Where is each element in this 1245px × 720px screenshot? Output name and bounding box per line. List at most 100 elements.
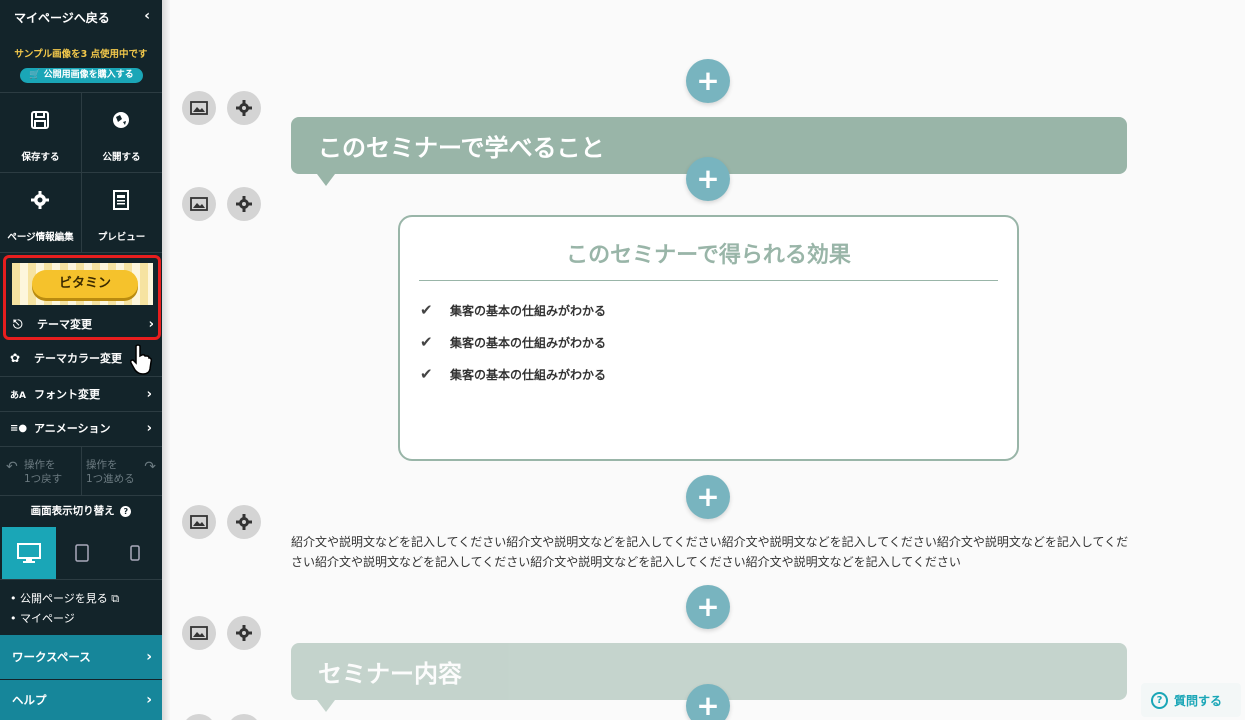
divider	[81, 92, 82, 252]
mypage-link[interactable]: • マイページ	[10, 612, 75, 625]
preview-button[interactable]: プレビュー	[81, 172, 162, 252]
undo-label-line1: 操作を	[24, 459, 56, 471]
chevron-right-icon: ›	[146, 420, 152, 436]
save-icon	[31, 111, 49, 129]
help-label: ヘルプ	[12, 693, 47, 707]
redo-button[interactable]: 操作を 1つ進める ↷	[81, 447, 162, 495]
save-label: 保存する	[21, 152, 60, 163]
add-block-button[interactable]: +	[686, 585, 730, 629]
effect-box[interactable]: このセミナーで得られる効果 ✔ 集客の基本の仕組みがわかる ✔ 集客の基本の仕組みが…	[398, 215, 1019, 461]
image-settings-button[interactable]	[182, 616, 216, 650]
ask-question-button[interactable]: ? 質問する	[1141, 683, 1241, 717]
public-page-link[interactable]: • 公開ページを見る ⧉	[10, 592, 120, 605]
undo-label-line2: 1つ戻す	[24, 473, 63, 485]
view-switch-title: 画面表示切り替え ?	[0, 503, 162, 518]
back-to-mypage-link[interactable]: マイページへ戻る ‹	[0, 0, 162, 34]
cart-icon: 🛒	[29, 70, 41, 80]
theme-color-label: テーマカラー変更	[34, 352, 122, 365]
check-text: 集客の基本の仕組みがわかる	[450, 368, 607, 382]
theme-preview[interactable]: ビタミン	[12, 263, 153, 305]
divider	[419, 280, 998, 281]
add-block-button[interactable]: +	[686, 475, 730, 519]
gear-icon	[31, 191, 49, 209]
animation-menu-item[interactable]: ≡● アニメーション ›	[0, 411, 162, 445]
theme-change-label: テーマ変更	[37, 318, 92, 331]
theme-color-menu-item[interactable]: ✿ テーマカラー変更	[0, 341, 162, 375]
undo-icon: ↶	[6, 459, 18, 475]
mypage-label: マイページ	[20, 612, 75, 625]
chevron-right-icon: ›	[148, 316, 154, 332]
section-heading-text: このセミナーで学べること	[318, 134, 605, 162]
preview-label: プレビュー	[97, 232, 146, 243]
divider	[0, 411, 162, 412]
block-settings-button[interactable]	[227, 714, 261, 720]
help-icon[interactable]: ?	[120, 506, 132, 517]
font-change-menu-item[interactable]: あA フォント変更 ›	[0, 377, 162, 411]
gear-icon	[236, 100, 252, 116]
public-page-label: 公開ページを見る	[20, 592, 108, 605]
image-icon	[190, 101, 208, 115]
chevron-right-icon: ›	[146, 692, 152, 708]
desktop-icon	[17, 543, 41, 563]
check-text: 集客の基本の仕組みがわかる	[450, 304, 607, 318]
divider	[0, 495, 162, 496]
smartphone-icon	[130, 545, 140, 561]
image-settings-button[interactable]	[182, 505, 216, 539]
chevron-right-icon: ›	[146, 386, 152, 402]
publish-button[interactable]: 公開する	[81, 92, 162, 172]
editor-sidebar: マイページへ戻る ‹ サンプル画像を3 点使用中です 🛒 公開用画像を購入する …	[0, 0, 162, 720]
image-settings-button[interactable]	[182, 714, 216, 720]
block-settings-button[interactable]	[227, 616, 261, 650]
check-list-item: ✔集客の基本の仕組みがわかる	[420, 301, 606, 319]
divider	[81, 447, 82, 495]
divider	[0, 446, 162, 447]
image-settings-button[interactable]	[182, 91, 216, 125]
theme-selector-highlight: ビタミン ⎋ テーマ変更 ›	[3, 255, 161, 340]
check-icon: ✔	[420, 333, 433, 351]
buy-public-images-button[interactable]: 🛒 公開用画像を購入する	[20, 68, 143, 83]
redo-icon: ↷	[144, 459, 156, 475]
view-mobile-button[interactable]	[108, 527, 162, 579]
theme-name: ビタミン	[32, 270, 138, 298]
check-icon: ✔	[420, 365, 433, 383]
divider	[0, 376, 162, 377]
speech-tail	[317, 174, 335, 186]
quick-links: • 公開ページを見る ⧉ • マイページ	[10, 590, 119, 630]
view-tablet-button[interactable]	[56, 527, 110, 579]
theme-change-menu-item[interactable]: ⎋ テーマ変更 ›	[3, 307, 161, 341]
save-button[interactable]: 保存する	[0, 92, 81, 172]
image-icon	[190, 626, 208, 640]
image-icon	[190, 515, 208, 529]
effect-title: このセミナーで得られる効果	[566, 243, 851, 268]
hand-pointer-icon	[130, 344, 152, 375]
document-icon	[113, 190, 129, 210]
workspace-label: ワークスペース	[12, 650, 91, 664]
workspace-nav[interactable]: ワークスペース ›	[0, 635, 162, 679]
block-settings-button[interactable]	[227, 505, 261, 539]
animation-icon: ≡●	[10, 422, 28, 434]
image-settings-button[interactable]	[182, 187, 216, 221]
add-block-button[interactable]: +	[686, 157, 730, 201]
view-desktop-button[interactable]	[2, 527, 56, 579]
chevron-left-icon: ‹	[144, 8, 150, 24]
description-paragraph[interactable]: 紹介文や説明文などを記入してください紹介文や説明文などを記入してください紹介文や…	[291, 535, 1129, 569]
undo-button[interactable]: ↶ 操作を 1つ戻す	[0, 447, 81, 495]
image-icon	[190, 197, 208, 211]
block-settings-button[interactable]	[227, 187, 261, 221]
page-info-edit-label: ページ情報編集	[7, 232, 74, 243]
gear-icon	[236, 625, 252, 641]
divider	[0, 252, 162, 253]
block-settings-button[interactable]	[227, 91, 261, 125]
section-heading-text: セミナー内容	[318, 660, 462, 688]
view-switch-label: 画面表示切り替え	[30, 505, 115, 517]
help-nav[interactable]: ヘルプ ›	[0, 680, 162, 720]
buy-public-images-label: 公開用画像を購入する	[43, 70, 134, 80]
add-block-button[interactable]: +	[686, 59, 730, 103]
check-list-item: ✔ 集客の基本の仕組みがわかる	[420, 365, 606, 383]
chevron-right-icon: ›	[146, 649, 152, 665]
divider	[0, 579, 162, 580]
add-block-button[interactable]: +	[686, 684, 730, 720]
check-text: 集客の基本の仕組みがわかる	[450, 336, 607, 350]
globe-icon	[113, 112, 129, 128]
page-info-edit-button[interactable]: ページ情報編集	[0, 172, 81, 252]
